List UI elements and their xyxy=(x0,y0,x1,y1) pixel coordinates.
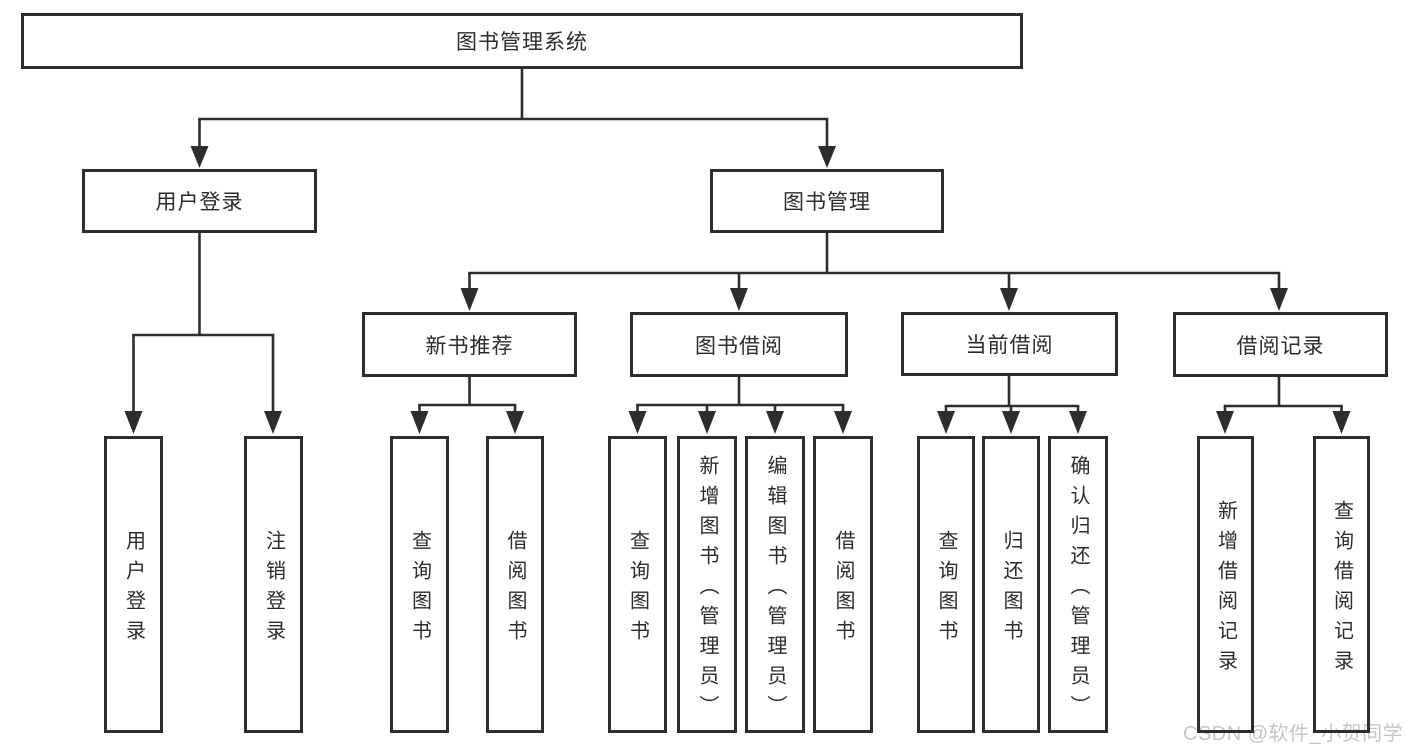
leaf-borrow-books-borrowing: 借阅图书 xyxy=(813,436,873,733)
leaf-label: 注销登录 xyxy=(262,529,285,650)
arrow-down-icon xyxy=(1216,411,1234,434)
node-label: 图书管理 xyxy=(783,191,871,214)
connector-new-book-split xyxy=(410,377,524,434)
leaf-borrow-books-recommend: 借阅图书 xyxy=(486,436,544,733)
leaf-label: 查询图书 xyxy=(626,529,649,650)
leaf-add-borrow-record: 新增借阅记录 xyxy=(1197,436,1254,733)
node-label: 借阅记录 xyxy=(1236,334,1325,358)
leaf-add-book-admin: 新增图书（管理员） xyxy=(677,436,737,733)
arrow-down-icon xyxy=(1332,411,1351,434)
arrow-down-icon xyxy=(818,146,836,168)
leaf-label: 新增借阅记录 xyxy=(1214,499,1237,680)
connector-book-borrow-split xyxy=(628,377,852,434)
node-book-management: 图书管理 xyxy=(710,169,944,233)
arrow-down-icon xyxy=(698,411,716,434)
arrow-down-icon xyxy=(460,288,479,311)
leaf-label: 查询图书 xyxy=(935,529,957,650)
arrow-down-icon xyxy=(1000,288,1018,311)
node-library-management-system: 图书管理系统 xyxy=(21,13,1023,69)
csdn-watermark: CSDN @软件_小贺同学 xyxy=(1183,723,1404,745)
connector-root-split xyxy=(190,69,836,168)
arrow-down-icon xyxy=(124,411,143,434)
leaf-edit-book-admin: 编辑图书（管理员） xyxy=(745,436,805,733)
leaf-confirm-return-admin: 确认归还（管理员） xyxy=(1048,436,1108,733)
node-new-book-recommend: 新书推荐 xyxy=(362,312,577,377)
leaf-label: 确认归还（管理员） xyxy=(1067,454,1089,725)
connector-user-login-split xyxy=(124,233,282,434)
node-borrow-records: 借阅记录 xyxy=(1173,312,1388,377)
node-label: 图书管理系统 xyxy=(456,31,588,54)
arrow-down-icon xyxy=(264,411,282,434)
leaf-label: 借阅图书 xyxy=(504,529,526,650)
leaf-query-books-borrowing: 查询图书 xyxy=(608,436,667,733)
node-label: 用户登录 xyxy=(155,191,244,214)
arrow-down-icon xyxy=(937,411,955,434)
arrow-down-icon xyxy=(506,411,524,434)
arrow-down-icon xyxy=(1069,411,1087,434)
leaf-return-books: 归还图书 xyxy=(982,436,1040,733)
arrow-down-icon xyxy=(1002,411,1020,434)
node-label: 图书借阅 xyxy=(695,334,783,358)
leaf-label: 编辑图书（管理员） xyxy=(764,454,786,725)
leaf-label: 查询借阅记录 xyxy=(1330,499,1353,680)
connector-borrow-records-split xyxy=(1216,377,1351,434)
arrow-down-icon xyxy=(190,146,209,168)
leaf-label: 新增图书（管理员） xyxy=(696,454,718,725)
node-label: 新书推荐 xyxy=(425,334,514,358)
arrow-down-icon xyxy=(730,288,748,311)
leaf-label: 借阅图书 xyxy=(832,529,854,650)
leaf-label: 查询图书 xyxy=(408,529,431,650)
node-current-borrowing: 当前借阅 xyxy=(901,312,1118,376)
leaf-label: 归还图书 xyxy=(1000,529,1022,650)
leaf-query-books-current: 查询图书 xyxy=(917,436,975,733)
node-book-borrowing: 图书借阅 xyxy=(630,312,848,377)
leaf-user-login: 用户登录 xyxy=(104,436,163,733)
arrow-down-icon xyxy=(834,411,852,434)
leaf-logout: 注销登录 xyxy=(244,436,303,733)
arrow-down-icon xyxy=(1270,288,1288,311)
leaf-query-books-recommend: 查询图书 xyxy=(390,436,449,733)
connector-current-borrow-split xyxy=(937,376,1087,434)
node-user-login: 用户登录 xyxy=(82,169,317,233)
node-label: 当前借阅 xyxy=(965,334,1054,357)
arrow-down-icon xyxy=(628,411,647,434)
arrow-down-icon xyxy=(410,411,429,434)
connector-book-mgmt-split xyxy=(460,233,1288,311)
leaf-query-borrow-record: 查询借阅记录 xyxy=(1313,436,1370,733)
arrow-down-icon xyxy=(766,411,784,434)
leaf-label: 用户登录 xyxy=(122,529,145,650)
